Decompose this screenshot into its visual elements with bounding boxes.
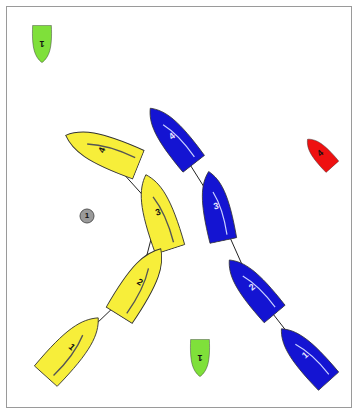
boat-shape: 1 (32, 305, 112, 389)
boat-shape: 2 (217, 249, 288, 325)
boat-shape: 3 (193, 167, 239, 244)
boat-shape: 1 (31, 25, 53, 63)
boat-shape: 1 (189, 339, 211, 377)
boat-number: 1 (198, 354, 203, 363)
boat-shape: 4 (137, 98, 207, 174)
boat-shape: 1 (269, 318, 341, 393)
boat-shape: 4 (58, 118, 146, 181)
boat-shape: 3 (129, 168, 188, 255)
boat-number: 1 (85, 212, 89, 220)
boat-number: 1 (40, 40, 45, 49)
mark-buoy: 1 (79, 208, 95, 224)
boat-shape: 4 (300, 132, 340, 174)
boat-shape: 2 (104, 239, 177, 326)
